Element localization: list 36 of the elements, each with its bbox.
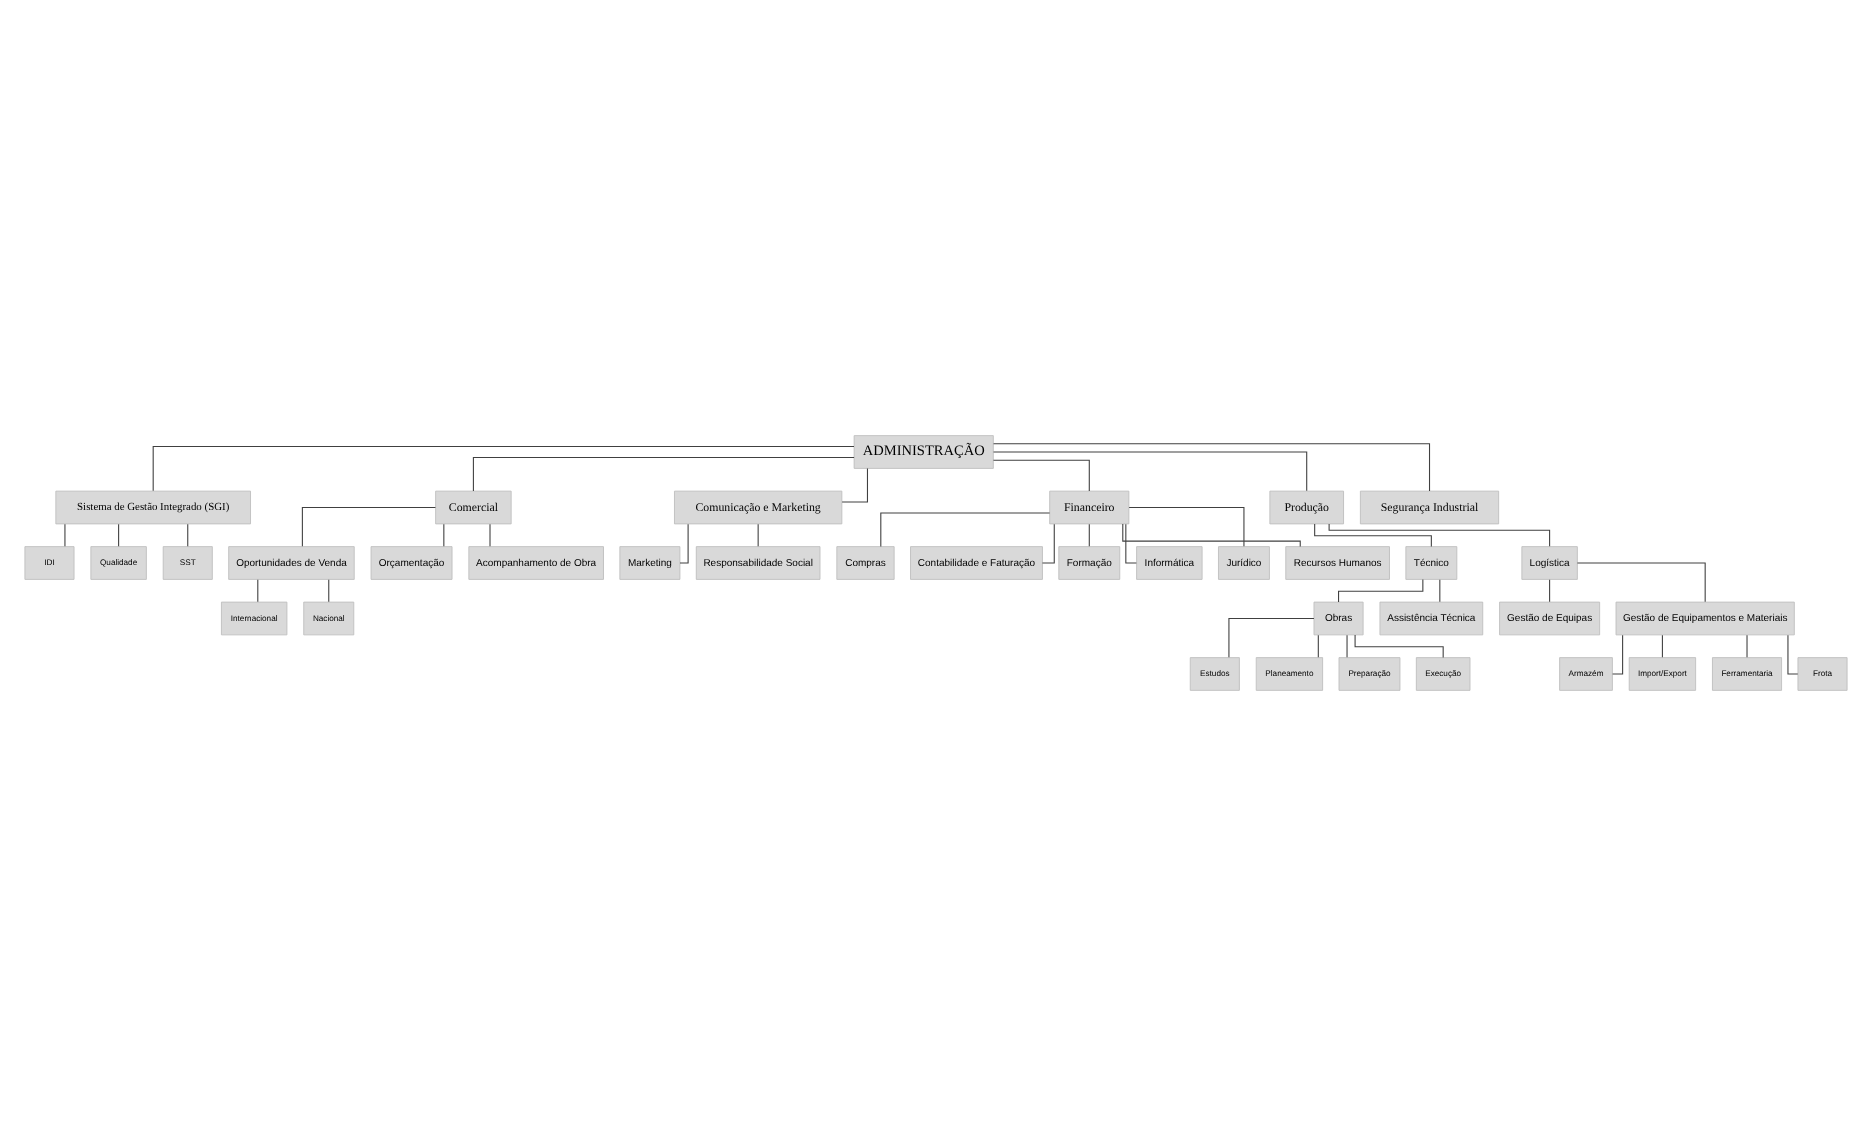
connector [1661,634,1663,658]
connector [1122,523,1301,547]
connector [443,523,445,547]
connector [118,523,120,547]
connector [841,467,868,503]
connector [1317,634,1319,658]
connector [1346,634,1348,658]
connector [1612,634,1624,675]
connector [1746,634,1748,658]
connector [1041,523,1055,564]
connector [472,456,855,492]
connector [1354,634,1444,659]
connector [1338,578,1424,603]
connector [1549,579,1551,603]
connector [1787,634,1799,675]
connector [187,523,189,547]
connector [992,459,1090,492]
connector [1088,523,1090,547]
connector [1576,562,1706,603]
connector [1439,579,1441,603]
connector [757,523,759,547]
connector [679,523,689,564]
connector [152,446,855,492]
connector [1314,523,1432,548]
connector [1328,523,1551,547]
connector [489,523,491,547]
connector [328,579,330,603]
connector [1125,523,1137,564]
connector [992,443,1431,492]
connector [1128,506,1245,547]
connector [1228,617,1315,658]
connector [64,523,66,547]
connector [257,579,259,603]
connector [880,512,1051,548]
connector [301,506,436,547]
connector [992,451,1308,492]
